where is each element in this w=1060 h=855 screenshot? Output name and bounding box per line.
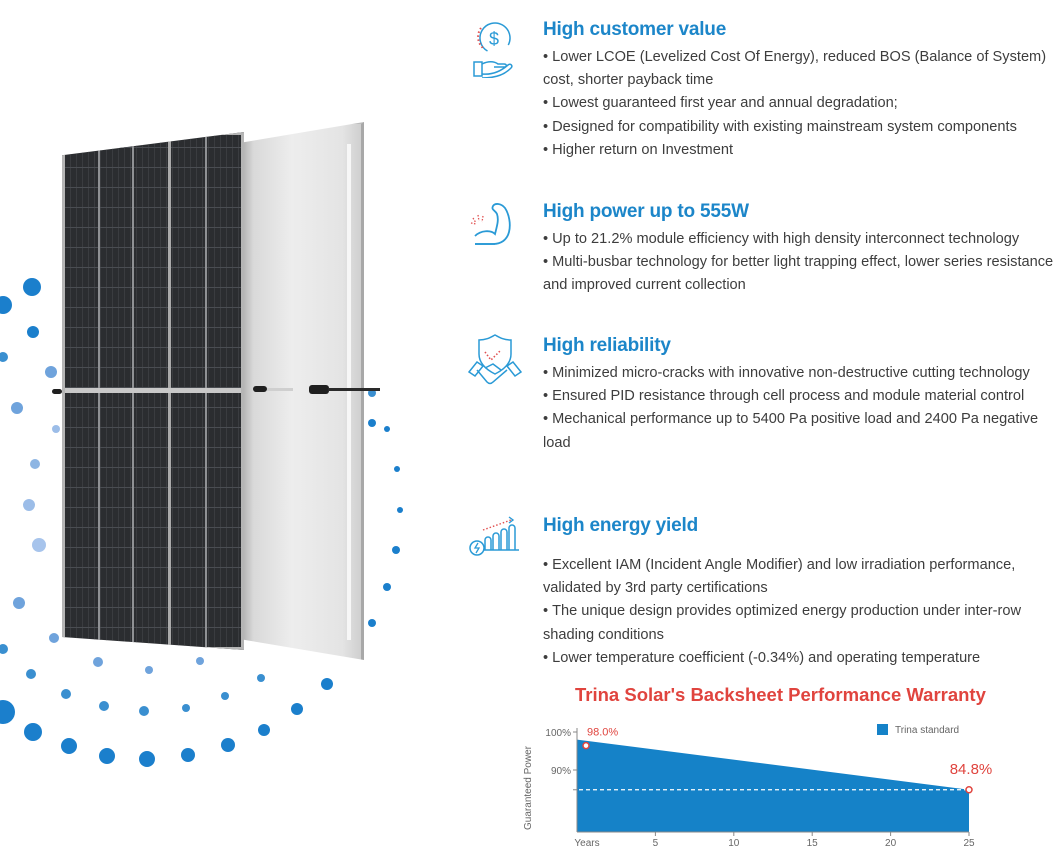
- bar-growth-icon: [465, 514, 525, 568]
- decorative-dot: [52, 425, 60, 433]
- feature-bullet: Excellent IAM (Incident Angle Modifier) …: [543, 554, 1055, 600]
- flexed-arm-icon: [465, 200, 525, 254]
- feature-bullet: Designed for compatibility with existing…: [543, 116, 1055, 139]
- decorative-dot: [0, 352, 8, 362]
- warranty-chart: Trina Solar's Backsheet Performance Warr…: [515, 680, 1045, 855]
- decorative-dot: [392, 546, 400, 554]
- chart-title: Trina Solar's Backsheet Performance Warr…: [575, 684, 986, 705]
- decorative-dot: [24, 723, 42, 741]
- feature-bullet: Up to 21.2% module efficiency with high …: [543, 228, 1055, 251]
- x-tick-label: Years: [574, 838, 599, 849]
- decorative-dot: [11, 402, 23, 414]
- y-tick-label: 100%: [545, 728, 571, 739]
- decorative-dot: [93, 657, 103, 667]
- feature-title: High energy yield: [543, 515, 698, 536]
- decorative-dot: [30, 459, 40, 469]
- area-fill: [577, 739, 969, 832]
- x-tick-label: 25: [963, 838, 975, 849]
- feature-bullet: Lowest guaranteed first year and annual …: [543, 92, 1055, 115]
- decorative-dot: [26, 669, 36, 679]
- feature-title: High reliability: [543, 335, 671, 356]
- feature-customer-value: $ High customer value Lower LCOE (Leveli…: [465, 16, 1055, 196]
- data-point-marker: [582, 741, 590, 750]
- feature-list: $ High customer value Lower LCOE (Leveli…: [465, 14, 1055, 666]
- shield-handshake-icon: [465, 334, 525, 388]
- feature-bullet: Ensured PID resistance through cell proc…: [543, 385, 1055, 408]
- cable: [267, 388, 293, 391]
- feature-high-power: High power up to 555W Up to 21.2% module…: [465, 198, 1055, 330]
- decorative-dot: [291, 703, 303, 715]
- decorative-dot: [368, 619, 376, 627]
- hand-dollar-icon: $: [465, 18, 525, 79]
- decorative-dot: [99, 748, 115, 764]
- y-axis-label: Guaranteed Power: [523, 745, 534, 830]
- feature-energy-yield: High energy yield Excellent IAM (Inciden…: [465, 512, 1055, 666]
- decorative-dot: [181, 748, 195, 762]
- decorative-dot: [99, 701, 109, 711]
- cable: [328, 388, 380, 391]
- data-point-label: 84.8%: [950, 761, 993, 778]
- cable-connector: [52, 389, 62, 394]
- decorative-dot: [61, 689, 71, 699]
- solar-panel-illustration: [0, 0, 440, 855]
- feature-bullet: Multi-busbar technology for better light…: [543, 251, 1055, 297]
- feature-bullet: Mechanical performance up to 5400 Pa pos…: [543, 408, 1055, 454]
- data-point-label: 98.0%: [587, 727, 618, 739]
- x-tick-label: 20: [885, 838, 897, 849]
- decorative-dot: [139, 751, 155, 767]
- decorative-dot: [258, 724, 270, 736]
- decorative-dot: [368, 389, 376, 397]
- decorative-dot: [368, 419, 376, 427]
- legend-swatch: [877, 724, 888, 735]
- x-tick-label: 10: [728, 838, 740, 849]
- y-tick-label: 90%: [551, 766, 571, 777]
- feature-bullet: Minimized micro-cracks with innovative n…: [543, 362, 1055, 385]
- warranty-area-plot: 100% 90% Years 5 10 15 20 25 Guaranteed Power 98.…: [523, 724, 993, 849]
- decorative-dot: [394, 466, 400, 472]
- decorative-dot: [397, 507, 403, 513]
- decorative-dot: [32, 538, 46, 552]
- svg-text:$: $: [489, 29, 499, 49]
- decorative-dot: [383, 583, 391, 591]
- feature-bullet: Higher return on Investment: [543, 139, 1055, 162]
- decorative-dot: [0, 296, 12, 314]
- decorative-dot: [321, 678, 333, 690]
- decorative-dot: [384, 426, 390, 432]
- decorative-dot: [27, 326, 39, 338]
- decorative-dot: [221, 692, 229, 700]
- feature-title: High customer value: [543, 19, 727, 40]
- decorative-dot: [139, 706, 149, 716]
- feature-bullet: Lower LCOE (Levelized Cost Of Energy), r…: [543, 46, 1055, 92]
- decorative-dot: [145, 666, 153, 674]
- feature-reliability: High reliability Minimized micro-cracks …: [465, 332, 1055, 510]
- decorative-dot: [23, 499, 35, 511]
- legend-label: Trina standard: [895, 725, 959, 736]
- solar-panel-front: [62, 132, 244, 650]
- feature-bullet: Lower temperature coefficient (-0.34%) a…: [543, 647, 1055, 670]
- decorative-dot: [182, 704, 190, 712]
- decorative-dot: [61, 738, 77, 754]
- decorative-dot: [0, 700, 15, 724]
- decorative-dot: [196, 657, 204, 665]
- data-point-marker: [965, 786, 973, 794]
- cable-connector: [253, 386, 267, 392]
- decorative-dot: [0, 644, 8, 654]
- decorative-dot: [221, 738, 235, 752]
- x-tick-label: 5: [653, 838, 659, 849]
- decorative-dot: [23, 278, 41, 296]
- feature-bullet: The unique design provides optimized ene…: [543, 600, 1055, 646]
- cable-connector: [309, 385, 329, 394]
- decorative-dot: [13, 597, 25, 609]
- decorative-dot: [49, 633, 59, 643]
- decorative-dot: [257, 674, 265, 682]
- x-tick-label: 15: [807, 838, 819, 849]
- feature-title: High power up to 555W: [543, 201, 749, 222]
- decorative-dot: [45, 366, 57, 378]
